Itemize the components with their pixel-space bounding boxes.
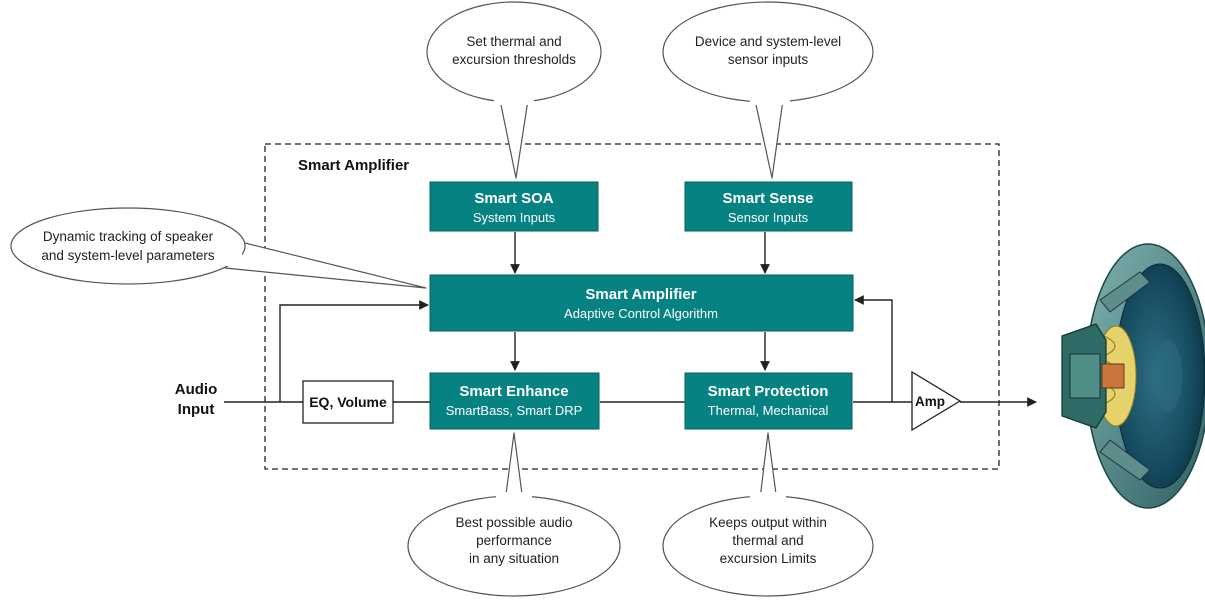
callout-tracking-line2: and system-level parameters — [41, 248, 215, 263]
smart-soa-block: Smart SOA System Inputs — [429, 181, 599, 232]
callout-sensors-line1: Device and system-level — [695, 34, 841, 49]
amp-label: Amp — [915, 394, 945, 409]
callout-tracking: Dynamic tracking of speaker and system-l… — [10, 207, 427, 289]
smart-amplifier-container — [264, 143, 1000, 470]
smart-sense-block: Smart Sense Sensor Inputs — [684, 181, 853, 232]
smart-soa-subtitle: System Inputs — [473, 210, 556, 225]
callout-limits-line1: Keeps output within — [709, 515, 827, 530]
speaker-icon — [1061, 243, 1205, 509]
amp-block: Amp — [911, 370, 962, 432]
callout-performance: Best possible audio performance in any s… — [407, 432, 621, 597]
eq-volume-block: EQ, Volume — [302, 380, 394, 424]
input-feed-line — [279, 300, 429, 402]
container-title: Smart Amplifier — [298, 157, 409, 174]
svg-text:Audio: Audio — [175, 381, 218, 398]
svg-text:Input: Input — [178, 401, 215, 418]
callout-thresholds: Set thermal and excursion thresholds — [426, 1, 602, 179]
smart-sense-subtitle: Sensor Inputs — [728, 210, 809, 225]
smart-protection-block: Smart Protection Thermal, Mechanical — [684, 372, 853, 430]
callout-limits-line2: thermal and — [732, 533, 803, 548]
smart-enhance-block: Smart Enhance SmartBass, Smart DRP — [429, 372, 600, 430]
connections — [224, 232, 1037, 407]
callout-thresholds-line1: Set thermal and — [466, 34, 561, 49]
core-title: Smart Amplifier — [585, 286, 696, 303]
smart-enhance-title: Smart Enhance — [459, 383, 568, 400]
callout-sensors: Device and system-level sensor inputs — [662, 1, 874, 179]
core-subtitle: Adaptive Control Algorithm — [564, 306, 718, 321]
callout-performance-line1: Best possible audio — [455, 515, 572, 530]
callout-limits-line3: excursion Limits — [720, 551, 817, 566]
eq-volume-label: EQ, Volume — [309, 394, 387, 410]
smart-amplifier-core-block: Smart Amplifier Adaptive Control Algorit… — [429, 274, 854, 332]
feedback-line — [854, 295, 893, 402]
callout-tracking-line1: Dynamic tracking of speaker — [43, 229, 214, 244]
callout-limits: Keeps output within thermal and excursio… — [662, 432, 874, 597]
callout-sensors-line2: sensor inputs — [728, 52, 809, 67]
smart-sense-title: Smart Sense — [723, 190, 814, 207]
callout-thresholds-line2: excursion thresholds — [452, 52, 576, 67]
callout-performance-line2: performance — [476, 533, 552, 548]
audio-input-label: Audio Input — [175, 381, 218, 418]
smart-enhance-subtitle: SmartBass, Smart DRP — [446, 403, 583, 418]
smart-soa-title: Smart SOA — [474, 190, 553, 207]
callout-performance-line3: in any situation — [469, 551, 559, 566]
smart-protection-title: Smart Protection — [708, 383, 829, 400]
smart-protection-subtitle: Thermal, Mechanical — [708, 403, 829, 418]
